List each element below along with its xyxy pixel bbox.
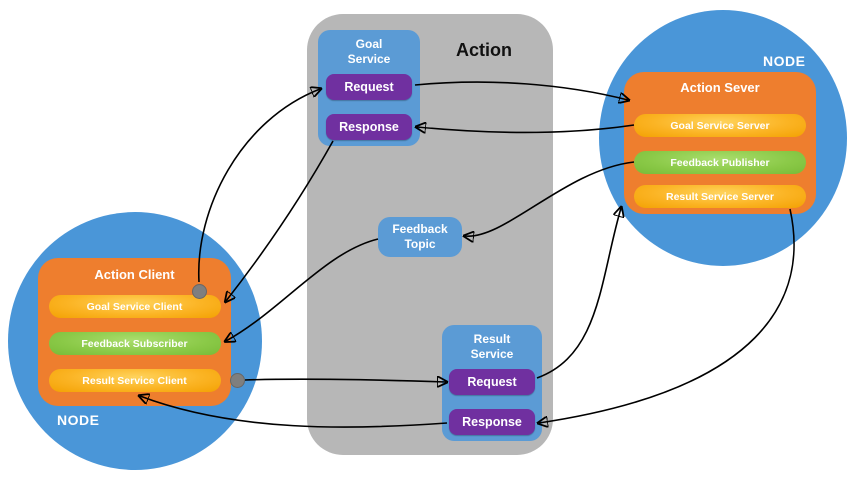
feedback-subscriber-pill: Feedback Subscriber xyxy=(48,332,221,355)
client-node-label: NODE xyxy=(57,412,100,428)
result-service-server-pill: Result Service Server xyxy=(634,185,806,208)
goal-response-button: Response xyxy=(326,114,412,140)
goal-service-server-pill: Goal Service Server xyxy=(634,114,806,137)
result-service-box: Result Service Request Response xyxy=(442,325,542,441)
goal-service-box: Goal Service Request Response xyxy=(318,30,420,146)
action-server-title: Action Sever xyxy=(680,80,760,95)
result-service-client-pill: Result Service Client xyxy=(48,369,221,392)
feedback-publisher-pill: Feedback Publisher xyxy=(634,151,806,174)
goal-service-title: Goal Service xyxy=(347,37,391,66)
goal-service-client-pill: Goal Service Client xyxy=(48,295,221,318)
server-node-label: NODE xyxy=(763,53,806,69)
action-server-box: Action Sever Goal Service Server Feedbac… xyxy=(624,72,816,214)
goal-client-connector-dot xyxy=(192,284,207,299)
result-client-connector-dot xyxy=(230,373,245,388)
action-client-title: Action Client xyxy=(94,267,175,282)
feedback-topic-box: Feedback Topic xyxy=(378,217,462,257)
action-panel-title: Action xyxy=(456,40,512,60)
result-service-title: Result Service xyxy=(470,332,514,361)
goal-request-button: Request xyxy=(326,74,412,100)
action-client-box: Action Client Goal Service Client Feedba… xyxy=(38,258,231,406)
result-response-button: Response xyxy=(449,409,535,435)
feedback-topic-title: Feedback Topic xyxy=(392,222,448,251)
result-request-button: Request xyxy=(449,369,535,395)
